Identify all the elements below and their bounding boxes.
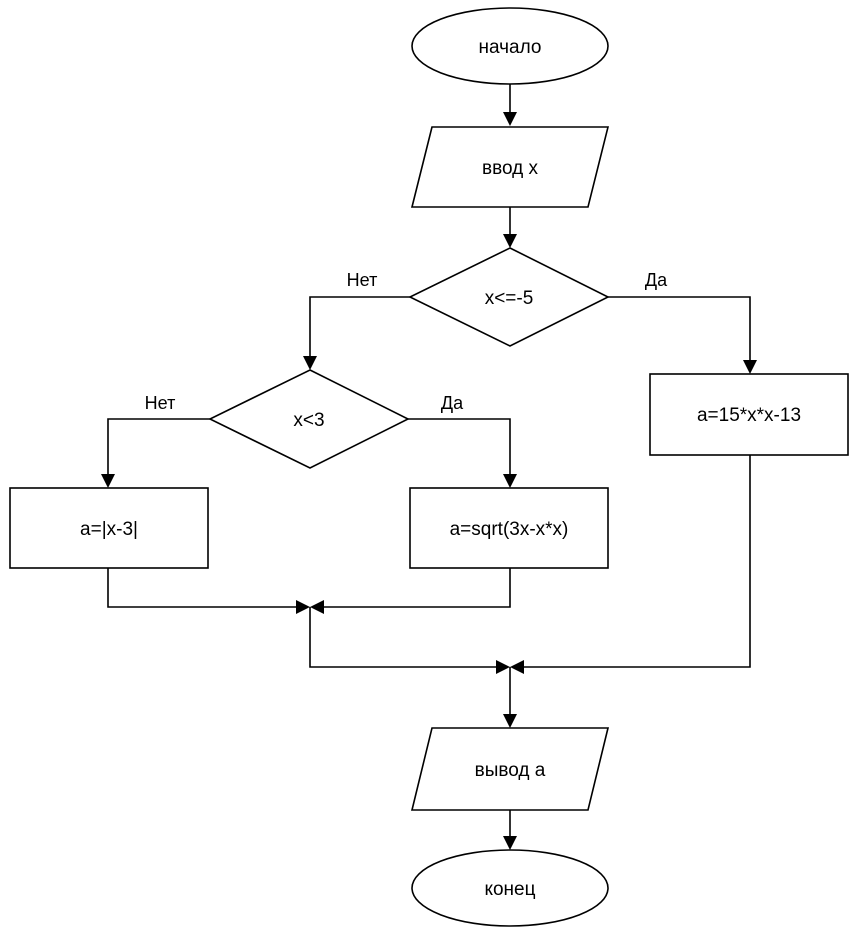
- arrowhead-icon: [510, 660, 524, 674]
- process-shape: [649, 373, 849, 456]
- branch-label-cond2-no: Нет: [145, 393, 176, 413]
- node-calc-poly: a=15*x*x-13: [649, 373, 849, 456]
- arrowhead-icon: [503, 836, 517, 850]
- arrowhead-icon: [303, 356, 317, 370]
- arrowhead-icon: [503, 234, 517, 248]
- arrowhead-icon: [503, 474, 517, 488]
- arrowhead-icon: [503, 112, 517, 126]
- process-shape: [9, 487, 209, 569]
- connector-abs-merge: [107, 568, 298, 608]
- connector-poly-merge: [522, 455, 751, 668]
- io-shape: [410, 727, 610, 811]
- node-cond1: x<=-5: [408, 247, 610, 347]
- arrowhead-icon: [101, 474, 115, 488]
- node-end-label: конец: [484, 879, 535, 900]
- connector-cond2-yes: [408, 418, 511, 476]
- connectors: [101, 84, 757, 850]
- terminator-shape: [411, 849, 609, 927]
- node-start-label: начало: [479, 37, 542, 58]
- arrowhead-icon: [496, 660, 510, 674]
- node-output-label: вывод a: [475, 760, 546, 781]
- node-calc-sqrt: a=sqrt(3x-x*x): [409, 487, 609, 569]
- node-cond1-label: x<=-5: [485, 288, 534, 309]
- node-calc-sqrt-label: a=sqrt(3x-x*x): [450, 519, 569, 540]
- connector-sqrt-merge: [322, 568, 511, 608]
- arrowhead-icon: [503, 714, 517, 728]
- connector-cond1-no: [309, 296, 410, 358]
- node-input-label: ввод x: [482, 158, 538, 179]
- connector-cond2-no: [107, 418, 210, 476]
- decision-shape: [408, 247, 610, 347]
- node-start: начало: [411, 7, 609, 85]
- process-shape: [409, 487, 609, 569]
- connector-cond1-yes: [608, 296, 751, 362]
- arrowhead-icon: [310, 600, 324, 614]
- node-output: вывод a: [410, 727, 610, 811]
- node-input: ввод x: [410, 126, 610, 208]
- branch-label-cond2-yes: Да: [441, 393, 464, 413]
- terminator-shape: [411, 7, 609, 85]
- node-end: конец: [411, 849, 609, 927]
- node-calc-abs: a=|x-3|: [9, 487, 209, 569]
- branch-label-cond1-no: Нет: [347, 270, 378, 290]
- arrowhead-icon: [743, 360, 757, 374]
- node-calc-poly-label: a=15*x*x-13: [697, 405, 801, 426]
- node-calc-abs-label: a=|x-3|: [80, 519, 138, 540]
- io-shape: [410, 126, 610, 208]
- node-cond2: x<3: [208, 369, 410, 469]
- arrowhead-icon: [296, 600, 310, 614]
- branch-label-cond1-yes: Да: [645, 270, 668, 290]
- decision-shape: [208, 369, 410, 469]
- node-cond2-label: x<3: [293, 410, 324, 431]
- connector-merge1-merge2: [309, 607, 498, 668]
